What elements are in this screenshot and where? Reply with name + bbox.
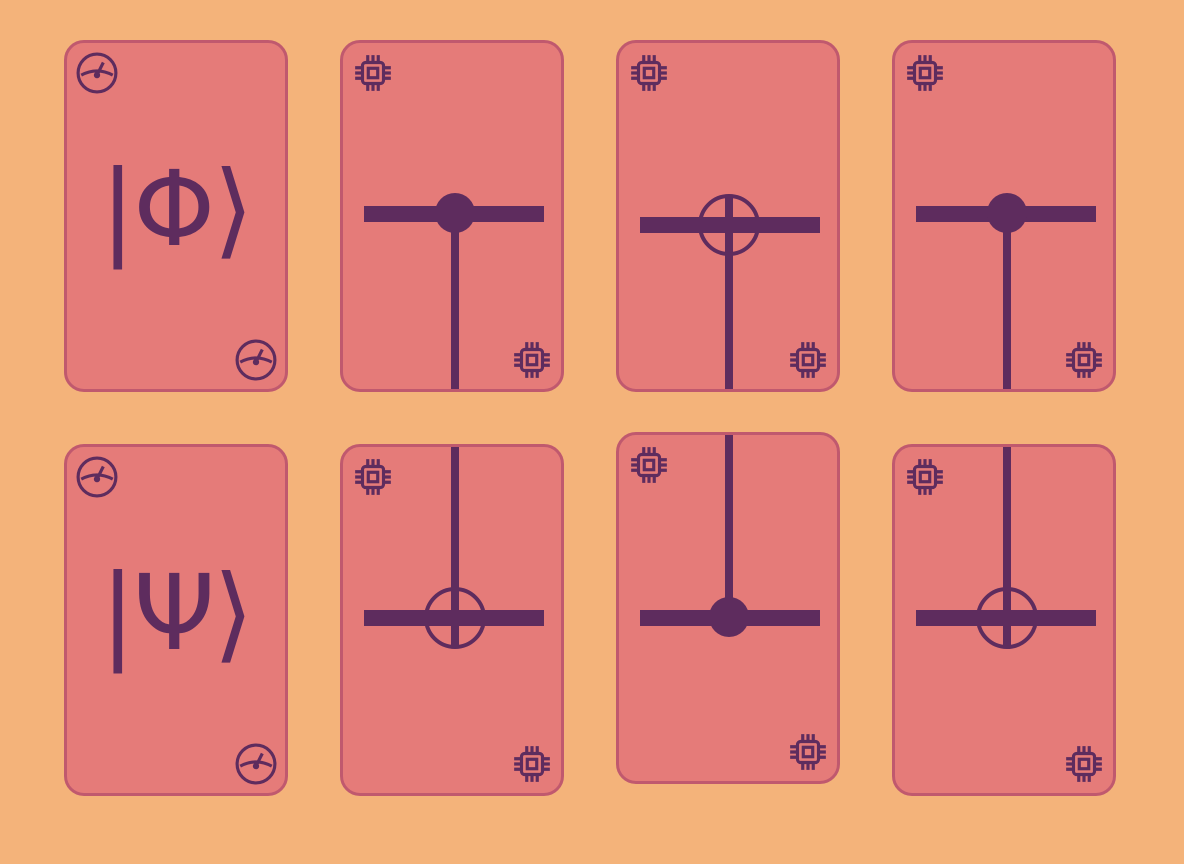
chip-icon xyxy=(904,52,946,94)
chip-icon xyxy=(511,339,553,381)
control-dot-wire-up-icon xyxy=(640,435,820,637)
card-control-gate[interactable] xyxy=(616,432,840,784)
ket-label: |Φ⟩ xyxy=(100,148,253,270)
chip-icon xyxy=(511,743,553,785)
target-xor-wire-down-icon xyxy=(640,194,820,389)
card-target-gate[interactable] xyxy=(616,40,840,392)
chip-icon xyxy=(787,339,829,381)
chip-icon xyxy=(1063,339,1105,381)
chip-icon xyxy=(628,444,670,486)
measurement-gauge-icon xyxy=(76,456,118,498)
chip-icon xyxy=(628,52,670,94)
chip-icon xyxy=(352,456,394,498)
target-xor-wire-up-icon xyxy=(916,447,1096,649)
measurement-gauge-icon xyxy=(235,743,277,785)
chip-icon xyxy=(1063,743,1105,785)
card-control-gate[interactable] xyxy=(340,40,564,392)
control-dot-wire-down-icon xyxy=(916,193,1096,389)
chip-icon xyxy=(787,731,829,773)
measurement-gauge-icon xyxy=(235,339,277,381)
measurement-gauge-icon xyxy=(76,52,118,94)
control-dot-wire-down-icon xyxy=(364,193,544,389)
card-control-gate[interactable] xyxy=(892,40,1116,392)
chip-icon xyxy=(352,52,394,94)
card-target-gate[interactable] xyxy=(340,444,564,796)
card-psi-state[interactable]: |Ψ⟩ xyxy=(64,444,288,796)
card-target-gate[interactable] xyxy=(892,444,1116,796)
target-xor-wire-up-icon xyxy=(364,447,544,649)
ket-label: |Ψ⟩ xyxy=(100,552,253,674)
card-phi-state[interactable]: |Φ⟩ xyxy=(64,40,288,392)
chip-icon xyxy=(904,456,946,498)
